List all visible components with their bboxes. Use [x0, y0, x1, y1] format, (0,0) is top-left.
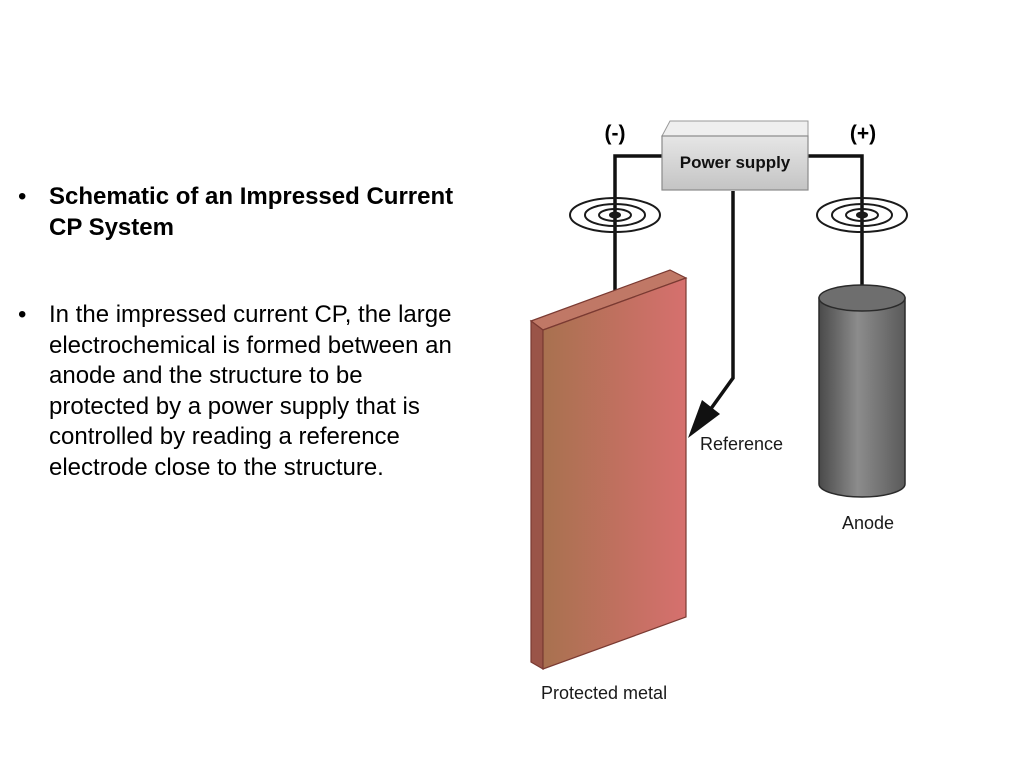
- bullet-title-text: Schematic of an Impressed Current CP Sys…: [49, 183, 454, 241]
- power-supply-box: Power supply: [661, 120, 809, 191]
- bullet-item-title: • Schematic of an Impressed Current CP S…: [18, 182, 458, 243]
- metal-front-face: [542, 277, 687, 670]
- positive-wire: [808, 154, 864, 290]
- anode-label: Anode: [842, 513, 894, 533]
- anode-cylinder: [818, 284, 906, 498]
- positive-polarity-label: (+): [850, 122, 876, 145]
- power-supply-label: Power supply: [680, 153, 791, 172]
- protected-metal-plate: [529, 269, 688, 671]
- negative-polarity-label: (-): [605, 122, 626, 145]
- bullet-list: • Schematic of an Impressed Current CP S…: [18, 182, 458, 483]
- protected-metal-label: Protected metal: [541, 683, 667, 703]
- wires: [613, 154, 864, 412]
- metal-side-edge: [530, 319, 544, 671]
- bullet-description-text: In the impressed current CP, the large e…: [49, 301, 452, 481]
- bullet-item-description: • In the impressed current CP, the large…: [18, 300, 458, 483]
- reference-electrode-tip: [688, 400, 720, 438]
- positive-coil-icon: [816, 197, 908, 233]
- negative-coil-icon: [569, 197, 661, 233]
- reference-label: Reference: [700, 434, 783, 454]
- reference-wire: [708, 191, 735, 412]
- bullet-symbol: •: [18, 301, 27, 328]
- negative-wire: [613, 154, 662, 292]
- bullet-symbol: •: [18, 183, 27, 210]
